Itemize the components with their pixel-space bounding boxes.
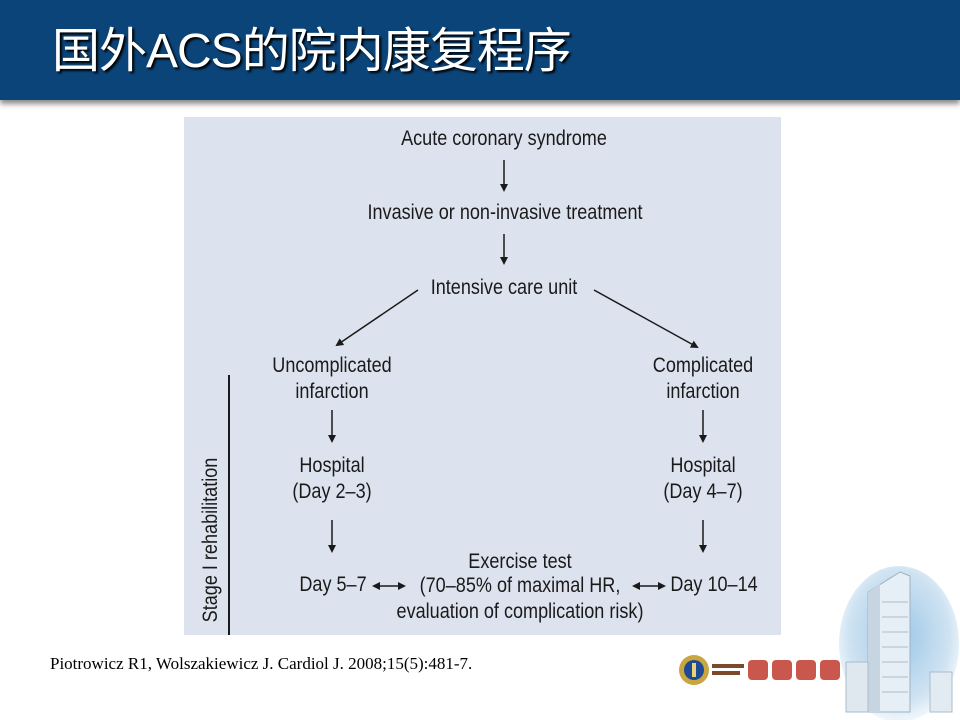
node-uncomplicated-line2: infarction bbox=[295, 380, 369, 403]
arrow-icu-to-complicated bbox=[593, 289, 699, 348]
node-left-day: Day 5–7 bbox=[299, 573, 367, 596]
node-complicated-line2: infarction bbox=[666, 380, 740, 403]
node-exercise-line2: (70–85% of maximal HR, bbox=[419, 574, 621, 597]
node-exercise-line1: Exercise test bbox=[468, 550, 572, 573]
node-uncomplicated-line1: Uncomplicated bbox=[272, 354, 392, 377]
node-complicated-line1: Complicated bbox=[652, 354, 754, 377]
node-left-hospital-line2: (Day 2–3) bbox=[292, 480, 372, 503]
arrow-icu-to-uncomplicated bbox=[335, 289, 419, 347]
node-treatment: Invasive or non-invasive treatment bbox=[367, 201, 643, 224]
stage-label: Stage I rehabilitation bbox=[199, 457, 222, 623]
node-right-hospital-line1: Hospital bbox=[670, 454, 736, 477]
node-exercise-line3: evaluation of complication risk) bbox=[396, 600, 644, 623]
node-acs: Acute coronary syndrome bbox=[401, 127, 607, 150]
node-icu: Intensive care unit bbox=[430, 276, 578, 299]
hospital-building-image bbox=[839, 566, 959, 720]
node-right-day: Day 10–14 bbox=[670, 573, 758, 596]
slide-title: 国外ACS的院内康复程序 bbox=[52, 25, 572, 78]
citation: Piotrowicz R1, Wolszakiewicz J. Cardiol … bbox=[50, 654, 473, 673]
hospital-logo bbox=[679, 655, 840, 685]
slide-header: 国外ACS的院内康复程序 bbox=[0, 0, 960, 100]
flowchart-panel bbox=[184, 117, 781, 635]
node-right-hospital-line2: (Day 4–7) bbox=[663, 480, 743, 503]
node-left-hospital-line1: Hospital bbox=[299, 454, 365, 477]
